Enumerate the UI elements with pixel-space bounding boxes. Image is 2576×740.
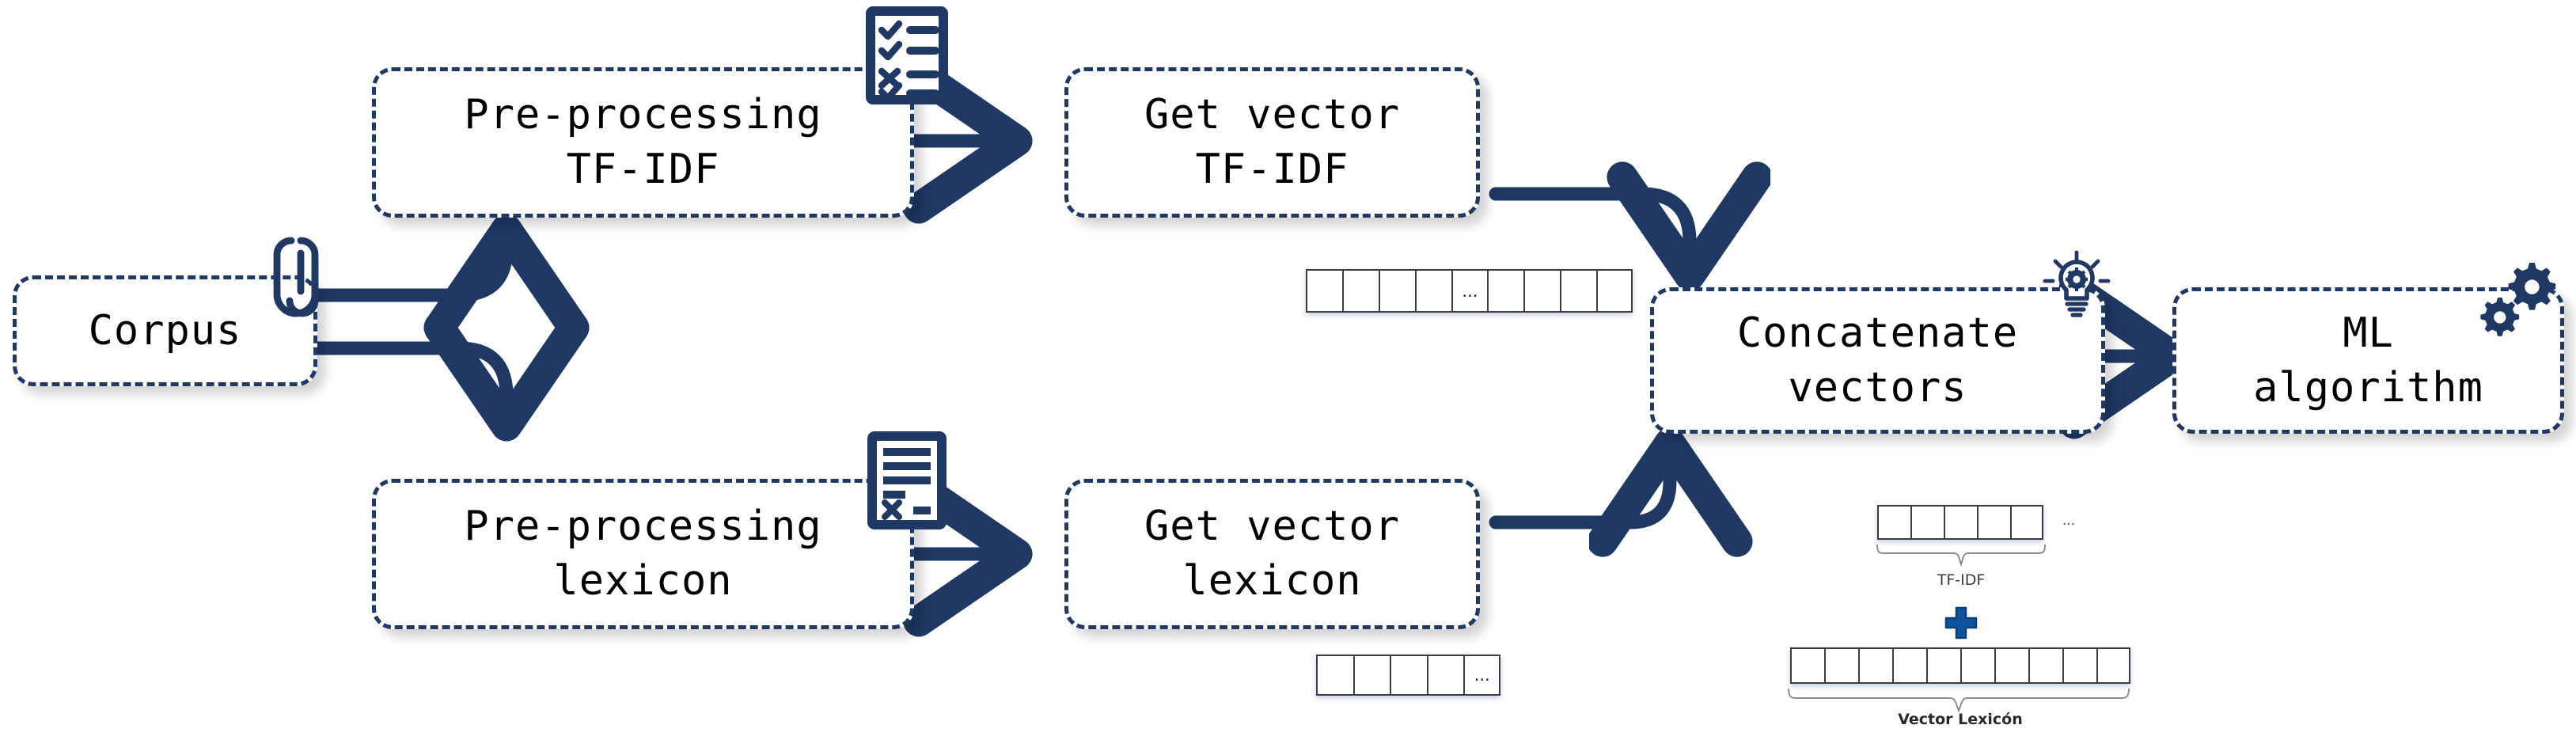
gears-icon [2469,260,2561,345]
node-get-vector-tfidf-line1: Get vector [1144,91,1401,139]
vector-cell [2062,647,2096,684]
node-ml-algorithm-line2: algorithm [2253,363,2483,412]
concat-tfidf-brace [1876,544,2046,567]
node-get-vector-tfidf-line2: TF-IDF [1195,146,1349,193]
vector-cell [1926,647,1960,684]
lexicon-vector-strip: ... [1316,655,1500,696]
vector-cell [2010,505,2043,540]
concat-lexicon-brace [1788,688,2130,712]
concat-tfidf-row [1877,505,2043,540]
vector-cell [1877,505,1910,540]
vector-cell [1596,269,1633,313]
concat-tfidf-label: TF-IDF [1937,571,1986,589]
tfidf-vector-strip: ... [1306,269,1633,313]
vector-cell [1487,269,1524,313]
paperclip-icon [267,228,343,323]
node-get-vector-lexicon[interactable]: Get vector lexicon [1064,479,1480,629]
node-concatenate-vectors-line1: Concatenate [1736,309,2019,357]
node-get-vector-lexicon-line1: Get vector [1144,503,1401,551]
checklist-icon [866,6,948,104]
flow-corpus-to-preprocessing-lexicon [305,348,506,426]
document-list-icon [867,431,947,529]
vector-cell [1352,655,1390,696]
vector-cell: ... [1451,269,1488,313]
flow-get-vector-tfidf-to-concatenate [1489,194,1690,275]
vector-cell [1858,647,1892,684]
vector-cell [1341,269,1379,313]
concat-lexicon-label: Vector Lexicón [1898,711,2023,728]
vector-cell [1994,647,2028,684]
vector-cell [1790,647,1824,684]
vector-cell [1390,655,1427,696]
vector-cell [1944,505,1977,540]
node-preprocessing-lexicon-line1: Pre-processing [464,503,822,551]
lightbulb-gear-icon [2040,249,2113,322]
vector-cell [2096,647,2130,684]
vector-cell [1910,505,1944,540]
node-corpus-label: Corpus [88,306,242,355]
vector-cell: ... [1463,655,1500,696]
node-preprocessing-lexicon-line2: lexicon [553,557,733,605]
node-concatenate-vectors[interactable]: Concatenate vectors [1650,287,2105,434]
vector-cell [1960,647,1994,684]
plus-operator-icon [1943,605,1979,641]
node-preprocessing-tfidf-line2: TF-IDF [566,146,720,193]
vector-cell [1378,269,1415,313]
vector-cell [1977,505,2010,540]
vector-cell [1306,269,1342,313]
vector-cell [1414,269,1451,313]
vector-cell [1560,269,1596,313]
vector-cell [1426,655,1464,696]
vector-cell [1523,269,1561,313]
vector-cell [2028,647,2062,684]
concat-tfidf-ellipsis: ... [2062,513,2076,529]
node-preprocessing-tfidf-line1: Pre-processing [464,91,822,139]
node-get-vector-tfidf[interactable]: Get vector TF-IDF [1064,67,1480,218]
vector-cell [1892,647,1926,684]
node-corpus[interactable]: Corpus [13,275,317,386]
node-preprocessing-lexicon[interactable]: Pre-processing lexicon [372,479,914,629]
concat-lexicon-row [1790,647,2130,684]
vector-cell [1824,647,1858,684]
node-preprocessing-tfidf[interactable]: Pre-processing TF-IDF [372,67,914,218]
flow-get-vector-lexicon-to-concatenate [1489,443,1670,522]
vector-cell [1316,655,1353,696]
node-ml-algorithm-line1: ML [2343,309,2394,357]
node-get-vector-lexicon-line2: lexicon [1182,557,1362,605]
node-concatenate-vectors-line2: vectors [1788,363,1967,412]
